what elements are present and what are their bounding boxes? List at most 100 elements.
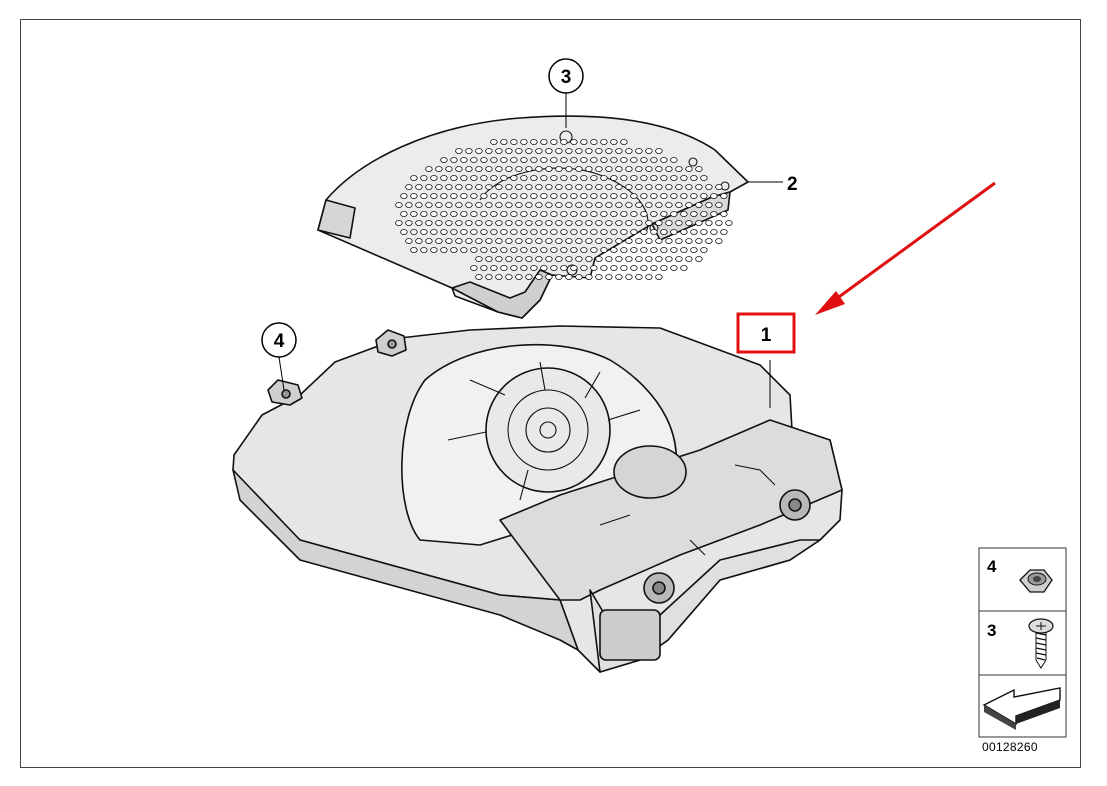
perforation-hole — [540, 193, 548, 199]
perforation-hole — [435, 220, 443, 226]
perforation-hole — [670, 265, 678, 271]
perforation-hole — [640, 229, 648, 235]
perforation-hole — [515, 184, 523, 190]
perforation-hole — [580, 265, 588, 271]
perforation-hole — [560, 229, 568, 235]
perforation-hole — [575, 238, 583, 244]
perforation-hole — [405, 184, 413, 190]
perforation-hole — [465, 220, 473, 226]
perforation-hole — [655, 148, 663, 154]
perforation-hole — [565, 256, 573, 262]
perforation-hole — [475, 202, 483, 208]
perforation-hole — [550, 157, 558, 163]
perforation-hole — [655, 274, 663, 280]
perforation-hole — [615, 202, 623, 208]
perforation-hole — [470, 157, 478, 163]
perforation-hole — [480, 175, 488, 181]
perforation-hole — [700, 247, 708, 253]
perforation-hole — [515, 274, 523, 280]
perforation-hole — [670, 211, 678, 217]
perforation-hole — [655, 202, 663, 208]
perforation-hole — [545, 238, 553, 244]
perforation-hole — [585, 220, 593, 226]
perforation-hole — [625, 256, 633, 262]
perforation-hole — [430, 211, 438, 217]
perforation-hole — [715, 238, 723, 244]
perforation-hole — [625, 148, 633, 154]
perforation-hole — [510, 265, 518, 271]
perforation-hole — [655, 166, 663, 172]
perforation-hole — [635, 148, 643, 154]
perforation-hole — [590, 175, 598, 181]
perforation-hole — [450, 175, 458, 181]
callout-number: 2 — [787, 174, 798, 195]
perforation-hole — [600, 193, 608, 199]
perforation-hole — [715, 184, 723, 190]
perforation-hole — [450, 211, 458, 217]
perforation-hole — [550, 139, 558, 145]
perforation-hole — [625, 202, 633, 208]
perforation-hole — [710, 193, 718, 199]
perforation-hole — [525, 184, 533, 190]
perforation-hole — [430, 247, 438, 253]
perforation-hole — [570, 139, 578, 145]
perforation-hole — [420, 211, 428, 217]
perforation-hole — [470, 247, 478, 253]
perforation-hole — [660, 211, 668, 217]
perforation-hole — [420, 229, 428, 235]
perforation-hole — [610, 157, 618, 163]
perforation-hole — [530, 247, 538, 253]
perforation-hole — [605, 274, 613, 280]
perforation-hole — [640, 157, 648, 163]
perforation-hole — [690, 193, 698, 199]
perforation-hole — [570, 157, 578, 163]
perforation-hole — [410, 193, 418, 199]
perforation-hole — [475, 184, 483, 190]
perforation-hole — [675, 238, 683, 244]
perforation-hole — [600, 265, 608, 271]
perforation-hole — [485, 238, 493, 244]
perforation-hole — [690, 175, 698, 181]
perforation-hole — [470, 265, 478, 271]
perforation-hole — [670, 175, 678, 181]
perforation-hole — [485, 256, 493, 262]
perforation-hole — [540, 139, 548, 145]
perforation-hole — [460, 229, 468, 235]
perforation-hole — [625, 274, 633, 280]
perforation-hole — [530, 265, 538, 271]
perforation-hole — [505, 166, 513, 172]
perforation-hole — [660, 175, 668, 181]
perforation-hole — [640, 247, 648, 253]
perforation-hole — [590, 139, 598, 145]
perforation-hole — [480, 211, 488, 217]
perforation-hole — [470, 211, 478, 217]
perforation-hole — [605, 220, 613, 226]
perforation-hole — [615, 184, 623, 190]
perforation-hole — [525, 202, 533, 208]
perforation-hole — [495, 256, 503, 262]
perforation-hole — [480, 265, 488, 271]
perforation-hole — [495, 166, 503, 172]
perforation-hole — [615, 256, 623, 262]
perforation-hole — [440, 229, 448, 235]
perforation-hole — [505, 238, 513, 244]
perforation-hole — [550, 265, 558, 271]
perforation-hole — [720, 211, 728, 217]
perforation-hole — [450, 247, 458, 253]
perforation-hole — [440, 193, 448, 199]
perforation-hole — [465, 166, 473, 172]
perforation-hole — [585, 238, 593, 244]
perforation-hole — [620, 193, 628, 199]
perforation-hole — [535, 220, 543, 226]
perforation-hole — [705, 184, 713, 190]
perforation-hole — [520, 265, 528, 271]
perforation-hole — [590, 265, 598, 271]
perforation-hole — [415, 220, 423, 226]
perforation-hole — [465, 202, 473, 208]
perforation-hole — [630, 193, 638, 199]
perforation-hole — [570, 229, 578, 235]
perforation-hole — [545, 220, 553, 226]
perforation-hole — [585, 274, 593, 280]
perforation-hole — [420, 193, 428, 199]
perforation-hole — [490, 193, 498, 199]
